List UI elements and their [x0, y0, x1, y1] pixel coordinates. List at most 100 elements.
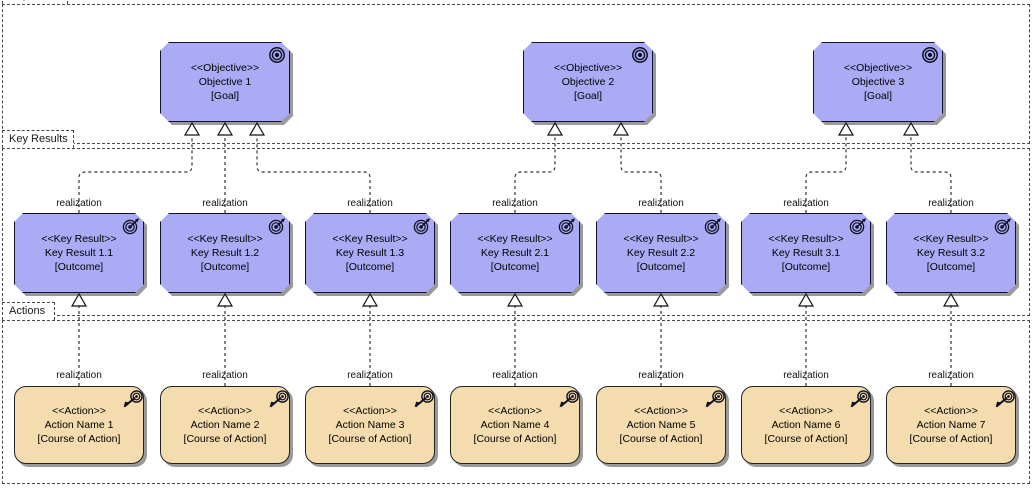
group-label-objectives: Objectives	[2, 0, 68, 4]
node-type: [Outcome]	[926, 261, 976, 273]
relation-label-r-act7-kr32: realization	[928, 370, 974, 381]
objective-node-obj2[interactable]: <<Objective>> Objective 2 [Goal]	[523, 42, 653, 122]
action-node-act1[interactable]: <<Action>> Action Name 1 [Course of Action…	[14, 386, 144, 464]
relation-label-r-act6-kr31: realization	[783, 370, 829, 381]
keyresult-node-kr12[interactable]: <<Key Result>> Key Result 1.2 [Outcome]	[160, 213, 290, 293]
node-name: Action Name 7	[916, 419, 986, 431]
group-objectives[interactable]	[2, 4, 1030, 144]
action-node-act3[interactable]: <<Action>> Action Name 3 [Course of Action…	[305, 386, 435, 464]
node-type: [Course of Action]	[619, 433, 703, 445]
group-label-actions: Actions	[2, 302, 55, 320]
relation-label-r-act3-kr13: realization	[347, 370, 393, 381]
node-stereotype: <<Objective>>	[553, 62, 623, 74]
outcome-icon	[849, 217, 867, 235]
outcome-icon	[268, 217, 286, 235]
course-of-action-icon	[122, 390, 143, 408]
node-stereotype: <<Key Result>>	[41, 233, 117, 245]
node-stereotype: <<Objective>>	[843, 62, 913, 74]
node-type: [Goal]	[573, 90, 602, 102]
node-stereotype: <<Action>>	[634, 405, 688, 417]
action-node-act2[interactable]: <<Action>>Action Name 2[Course of Action…	[160, 386, 290, 464]
relation-label-r-kr21-obj2: realization	[492, 198, 538, 209]
goal-icon	[921, 46, 939, 64]
relation-label-r-act1-kr11: realization	[56, 370, 102, 381]
keyresult-node-kr11[interactable]: <<Key Result>> Key Result 1.1 [Outcome]	[14, 213, 144, 293]
node-stereotype: <<Key Result>>	[768, 233, 844, 245]
relation-label-r-kr32-obj3: realization	[928, 198, 974, 209]
node-name: Objective 2	[561, 76, 615, 88]
keyresult-node-kr21[interactable]: <<Key Result>> Key Result 2.1 [Outcome]	[450, 213, 580, 293]
node-name: Key Result 1.3	[335, 247, 405, 259]
course-of-action-icon	[849, 390, 870, 408]
node-name: Action Name 2	[190, 419, 260, 431]
node-name: Key Result 1.1	[44, 247, 114, 259]
node-stereotype: <<Key Result>>	[477, 233, 553, 245]
node-type: [Outcome]	[781, 261, 831, 273]
relation-label-r-kr12-obj1: realization	[202, 198, 248, 209]
node-stereotype: <<Key Result>>	[332, 233, 408, 245]
relation-label-r-act4-kr21: realization	[492, 370, 538, 381]
group-actions[interactable]	[2, 320, 1030, 484]
node-name: Action Name 6	[771, 419, 841, 431]
outcome-icon	[558, 217, 576, 235]
course-of-action-icon	[558, 390, 579, 408]
goal-icon	[631, 46, 649, 64]
node-name: Objective 3	[851, 76, 905, 88]
node-name: Key Result 2.2	[626, 247, 696, 259]
relation-label-r-kr13-obj1: realization	[347, 198, 393, 209]
node-type: [Outcome]	[345, 261, 395, 273]
node-stereotype: <<Action>>	[52, 405, 106, 417]
outcome-icon	[994, 217, 1012, 235]
relation-label-r-kr11-obj1: realization	[56, 198, 102, 209]
relation-label-r-kr31-obj3: realization	[783, 198, 829, 209]
node-name: Objective 1	[198, 76, 252, 88]
keyresult-node-kr31[interactable]: <<Key Result>> Key Result 3.1 [Outcome]	[741, 213, 871, 293]
node-name: Key Result 3.1	[771, 247, 841, 259]
node-stereotype: <<Action>>	[343, 405, 397, 417]
action-node-act6[interactable]: <<Action>> Action Name 6 [Course of Action…	[741, 386, 871, 464]
node-type: [Outcome]	[490, 261, 540, 273]
node-stereotype: <<Objective>>	[190, 62, 260, 74]
relation-label-r-act2-kr12: realization	[202, 370, 248, 381]
node-type: [Course of Action]	[473, 433, 557, 445]
node-stereotype: <<Action>>	[779, 405, 833, 417]
node-type: [Goal]	[210, 90, 239, 102]
node-type: [Course of Action]	[328, 433, 412, 445]
node-name: Action Name 4	[480, 419, 550, 431]
group-key-results[interactable]	[2, 148, 1030, 316]
outcome-icon	[413, 217, 431, 235]
node-stereotype: <<Action>>	[198, 405, 252, 417]
node-type: [Outcome]	[636, 261, 686, 273]
node-stereotype: <<Action>>	[488, 405, 542, 417]
node-name: Action Name 1	[44, 419, 114, 431]
node-type: [Course of Action]	[37, 433, 121, 445]
node-name: Action Name 3	[335, 419, 405, 431]
action-node-act4[interactable]: <<Action>> Action Name 4 [Course of Action…	[450, 386, 580, 464]
objective-node-obj1[interactable]: <<Objective>> Objective 1 [Goal]	[160, 42, 290, 122]
course-of-action-icon	[268, 390, 289, 408]
goal-icon	[268, 46, 286, 64]
node-type: [Goal]	[863, 90, 892, 102]
node-stereotype: <<Action>>	[924, 405, 978, 417]
keyresult-node-kr22[interactable]: <<Key Result>>Key Result 2.2[Outcome]	[596, 213, 726, 293]
group-label-key-results: Key Results	[2, 130, 74, 148]
node-name: Key Result 2.1	[480, 247, 550, 259]
relation-label-r-kr22-obj2: realization	[638, 198, 684, 209]
action-node-act7[interactable]: <<Action>> Action Name 7 [Course of Action…	[886, 386, 1016, 464]
action-node-act5[interactable]: <<Action>> Action Name 5 [Course of Action…	[596, 386, 726, 464]
node-type: [Course of Action]	[764, 433, 848, 445]
course-of-action-icon	[994, 390, 1015, 408]
node-name: Key Result 3.2	[916, 247, 986, 259]
node-type: [Outcome]	[54, 261, 104, 273]
node-type: [Course of Action]	[909, 433, 993, 445]
keyresult-node-kr13[interactable]: <<Key Result>> Key Result 1.3 [Outcome]	[305, 213, 435, 293]
node-type: [Outcome]	[200, 261, 250, 273]
course-of-action-icon	[413, 390, 434, 408]
node-name: Key Result 1.2	[190, 247, 260, 259]
node-stereotype: <<Key Result>>	[187, 233, 263, 245]
node-stereotype: <<Key Result>>	[913, 233, 989, 245]
node-name: Action Name 5	[626, 419, 696, 431]
keyresult-node-kr32[interactable]: <<Key Result>> Key Result 3.2 [Outcome]	[886, 213, 1016, 293]
objective-node-obj3[interactable]: <<Objective>> Objective 3 [Goal]	[813, 42, 943, 122]
